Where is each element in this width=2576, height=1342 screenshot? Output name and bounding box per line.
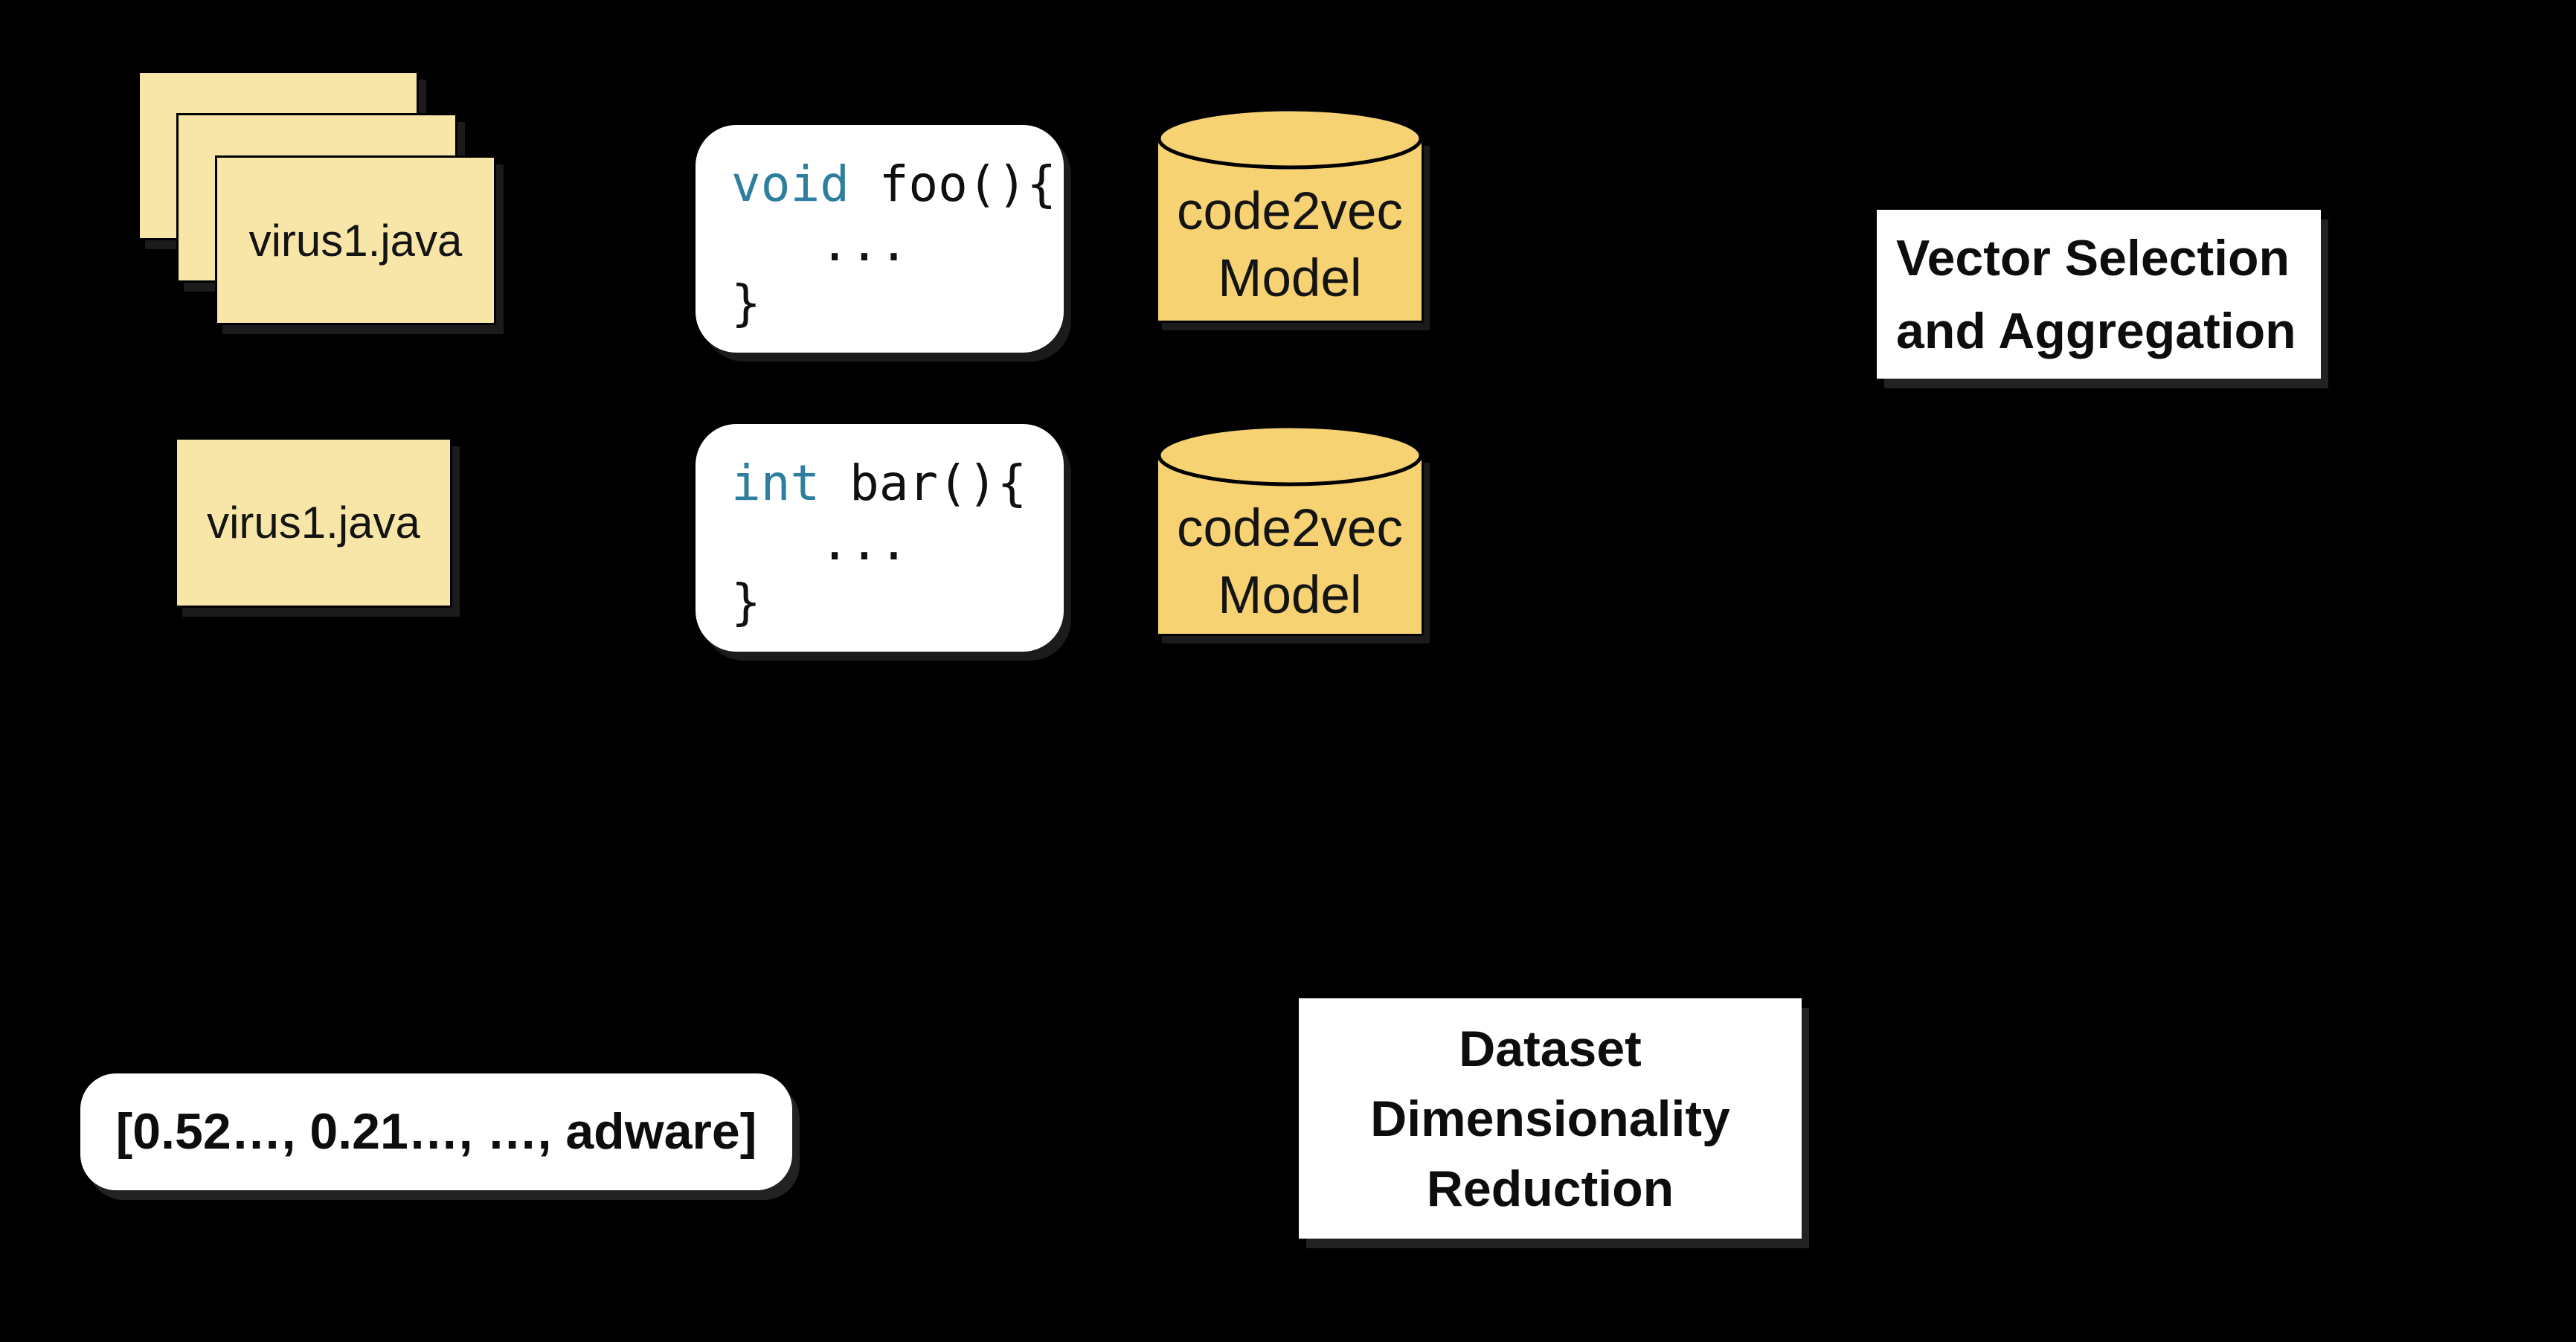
code2vec-model-cylinder-bottom: code2vec Model [1156, 423, 1424, 636]
keyword-int: int [731, 455, 820, 512]
model-label-line2: Model [1218, 566, 1362, 625]
single-file-label: virus1.java [207, 498, 420, 548]
code2vec-model-cylinder-top: code2vec Model [1156, 106, 1424, 323]
stacked-file-label: virus1.java [248, 215, 463, 266]
dataset-reduction-line2: Dimensionality [1370, 1091, 1730, 1147]
code-line-body: ... [731, 514, 909, 571]
model-label-line1: code2vec [1177, 182, 1403, 241]
model-label-line2: Model [1218, 249, 1362, 308]
keyword-void: void [731, 155, 849, 213]
cylinder-top-icon [1157, 107, 1423, 170]
code-line-closing: } [731, 274, 761, 332]
single-file-card: virus1.java [175, 437, 452, 608]
cylinder-body: code2vec Model [1156, 455, 1424, 636]
model-label-line1: code2vec [1177, 499, 1403, 558]
vector-selection-line2: and Aggregation [1896, 303, 2296, 359]
feature-vector-box: [0.52…, 0.21…, …, adware] [80, 1073, 792, 1190]
stacked-files-group: virus1.java [138, 71, 498, 327]
code-line-body: ... [731, 215, 909, 272]
signature-foo: foo(){ [849, 155, 1057, 213]
code-line-closing: } [731, 574, 761, 631]
signature-bar: bar(){ [820, 455, 1027, 512]
dataset-reduction-box: Dataset Dimensionality Reduction [1299, 998, 1802, 1239]
vector-selection-box: Vector Selection and Aggregation [1877, 210, 2321, 379]
vector-selection-line1: Vector Selection [1896, 230, 2290, 286]
code-line-signature: int bar(){ [731, 454, 1064, 513]
code-snippet-bar: int bar(){ ... } [696, 424, 1064, 652]
dataset-reduction-line1: Dataset [1459, 1021, 1642, 1077]
file-card-front: virus1.java [215, 155, 496, 325]
code-line-signature: void foo(){ [731, 155, 1064, 214]
code-snippet-foo: void foo(){ ... } [696, 125, 1064, 353]
cylinder-top-icon [1157, 424, 1423, 487]
feature-vector-text: [0.52…, 0.21…, …, adware] [115, 1103, 757, 1160]
dataset-reduction-line3: Reduction [1426, 1160, 1674, 1217]
